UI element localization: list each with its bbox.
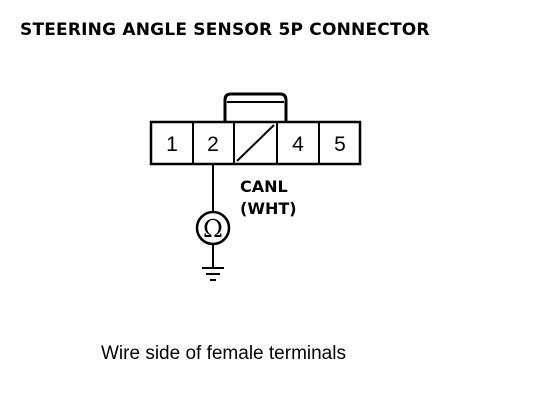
terminal-4-label: 4 [292, 133, 304, 156]
terminal-2-label: 2 [207, 133, 219, 156]
wire-color-label: (WHT) [240, 199, 297, 218]
diagram-title: STEERING ANGLE SENSOR 5P CONNECTOR [20, 20, 430, 40]
ground-icon [202, 267, 224, 281]
unused-terminal-3-slash [236, 124, 275, 162]
connector-body [149, 120, 362, 166]
terminal-1-label: 1 [166, 133, 178, 156]
connector-lock-tab [223, 92, 288, 122]
ohm-symbol: Ω [203, 215, 223, 243]
diagram-caption: Wire side of female terminals [101, 343, 346, 364]
terminal-5-label: 5 [334, 133, 346, 156]
wire-signal-label: CANL [240, 177, 288, 196]
